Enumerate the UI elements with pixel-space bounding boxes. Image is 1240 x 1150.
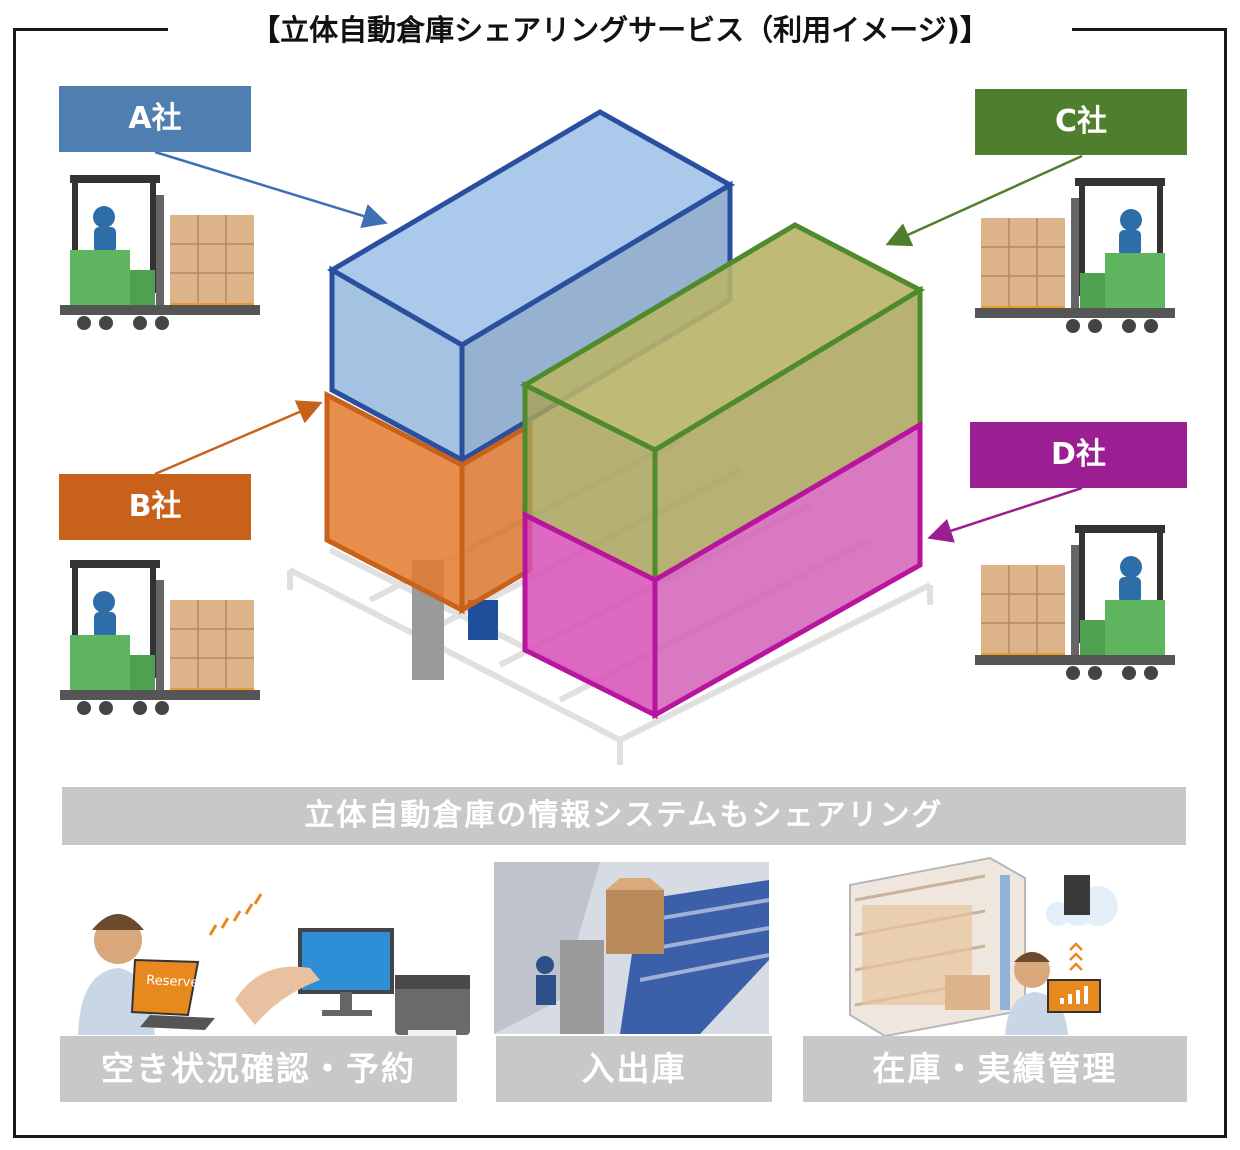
service-label-reserve: 空き状況確認・予約 xyxy=(60,1036,457,1102)
arrow-a xyxy=(154,150,388,229)
company-label-b: B社 xyxy=(59,474,251,540)
forklift-d xyxy=(974,524,1176,681)
forklift-c xyxy=(974,177,1176,334)
crane-motor xyxy=(468,600,498,640)
arrow-d xyxy=(927,486,1083,543)
arrow-b xyxy=(154,400,323,476)
storage-block-c xyxy=(519,222,926,585)
inout-photo xyxy=(494,862,770,1034)
company-label-d: D社 xyxy=(970,422,1187,488)
frame-top-right-line xyxy=(1072,28,1227,31)
outer-frame xyxy=(13,28,1227,1138)
forklift-a xyxy=(59,174,261,331)
storage-block-d xyxy=(522,420,923,720)
arrow-c xyxy=(885,154,1083,247)
reserve-illustration: Reserve xyxy=(78,893,470,1040)
company-label-c: C社 xyxy=(975,89,1187,155)
reserve-screen-text: Reserve xyxy=(146,973,199,991)
service-label-inventory: 在庫・実績管理 xyxy=(803,1036,1187,1102)
shared-info-system-banner: 立体自動倉庫の情報システムもシェアリング xyxy=(62,787,1186,845)
forklift-b xyxy=(59,559,261,716)
inventory-illustration xyxy=(849,856,1118,1038)
service-label-inout: 入出庫 xyxy=(496,1036,772,1102)
company-label-a: A社 xyxy=(59,86,251,152)
frame-top-left-line xyxy=(13,28,168,31)
storage-block-b xyxy=(324,390,533,615)
page-title: 【立体自動倉庫シェアリングサービス（利用イメージ)】 xyxy=(251,13,989,47)
